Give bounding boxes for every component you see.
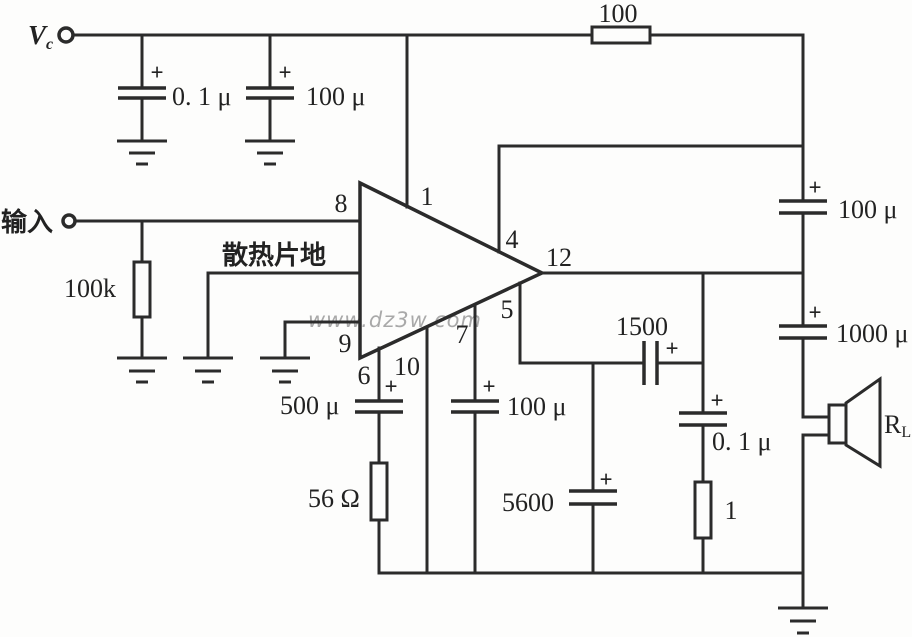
capacitor-pin7-100u <box>451 399 499 414</box>
capacitor-pin5-5600 <box>569 489 617 506</box>
plus-pin6-500u: + <box>384 374 397 399</box>
cap-bootstrap-label: 100 μ <box>838 195 897 224</box>
vc-terminal-circle <box>57 26 75 44</box>
vc-terminal-label: Vc <box>28 20 53 53</box>
ground-pin9 <box>260 356 310 384</box>
vc-subscript: c <box>46 36 53 53</box>
cap-5600-label: 5600 <box>502 488 554 517</box>
pin5-label: 5 <box>501 295 514 324</box>
wire-speaker-bottom-terminal <box>801 433 831 575</box>
plus-1500: + <box>665 336 678 361</box>
watermark-text: www.dz3w.com <box>308 308 482 332</box>
cap-pin6-500u-label: 500 μ <box>280 391 339 420</box>
ground-heatsink <box>183 356 233 384</box>
pin10-label: 10 <box>394 352 420 381</box>
plus-pin7-100u: + <box>482 374 495 399</box>
cap-supply-100u-label: 100 μ <box>306 82 365 111</box>
load-label: RL <box>884 410 911 441</box>
pin8-label: 8 <box>335 189 348 218</box>
polarity-marks: + + + + + + + + + <box>150 60 821 492</box>
pin9-label: 9 <box>339 329 352 358</box>
capacitor-feedback-1500 <box>642 341 659 385</box>
capacitor-pin6-500u <box>355 399 403 414</box>
amplifier-triangle <box>358 180 547 361</box>
pin12-label: 12 <box>546 243 572 272</box>
capacitor-supply-01u <box>118 86 166 100</box>
input-terminal-circle <box>61 213 77 229</box>
plus-zobel-01u: + <box>710 388 723 413</box>
pin6-label: 6 <box>358 361 371 390</box>
capacitor-output-1000u <box>779 324 827 340</box>
plus-supply-01u: + <box>150 60 163 85</box>
heatsink-ground-label: 散热片地 <box>222 240 326 270</box>
load-subscript: L <box>901 424 911 441</box>
plus-bootstrap-100u: + <box>808 175 821 200</box>
wire-speaker-top-terminal <box>801 336 831 419</box>
plus-supply-100u: + <box>278 60 291 85</box>
ground-supply-cap100 <box>245 139 295 166</box>
speaker-cone <box>844 376 882 469</box>
ground-main <box>778 606 828 635</box>
wire-pin9-ground <box>283 320 362 360</box>
resistor-input-label: 100k <box>64 274 116 303</box>
resistor-emitter-label: 56 Ω <box>308 484 360 513</box>
cap-pin7-100u-label: 100 μ <box>507 392 566 421</box>
cap-output-label: 1000 μ <box>836 319 908 348</box>
ground-supply-cap01 <box>117 139 167 166</box>
resistor-zobel-1 <box>693 480 713 540</box>
resistor-emitter-56 <box>369 461 389 522</box>
capacitor-zobel-01u <box>679 411 727 427</box>
resistor-input-100k <box>132 260 152 319</box>
speaker-driver <box>827 403 848 445</box>
cap-1500-label: 1500 <box>616 312 668 341</box>
resistor-zobel-label: 1 <box>725 496 738 525</box>
capacitor-bootstrap-100u <box>779 199 827 215</box>
speaker-symbol <box>827 376 882 469</box>
cap-supply-01u-label: 0. 1 μ <box>172 82 231 111</box>
cap-zobel-01u-label: 0. 1 μ <box>712 427 771 456</box>
ground-100k <box>117 356 167 384</box>
resistor-feedback-label: 100 <box>599 0 638 28</box>
plus-5600: + <box>599 467 612 492</box>
wire-pin4-bootstrap <box>497 144 805 254</box>
load-symbol: R <box>884 410 902 439</box>
wires <box>72 33 831 610</box>
pin1-label: 1 <box>421 182 434 211</box>
resistor-feedback-100 <box>590 25 652 45</box>
wire-heatsink-ground <box>206 271 362 360</box>
pin4-label: 4 <box>506 225 519 254</box>
plus-output-1000u: + <box>808 300 821 325</box>
capacitor-supply-100u <box>246 86 294 100</box>
wire-pin5-branch <box>518 281 645 365</box>
wire-ground-rail <box>377 571 805 610</box>
input-label: 输入 <box>1 207 53 237</box>
vc-symbol: V <box>28 20 48 50</box>
pin-numbers: 8 1 4 12 5 7 10 9 6 <box>335 182 573 390</box>
pin7-label: 7 <box>456 320 469 349</box>
